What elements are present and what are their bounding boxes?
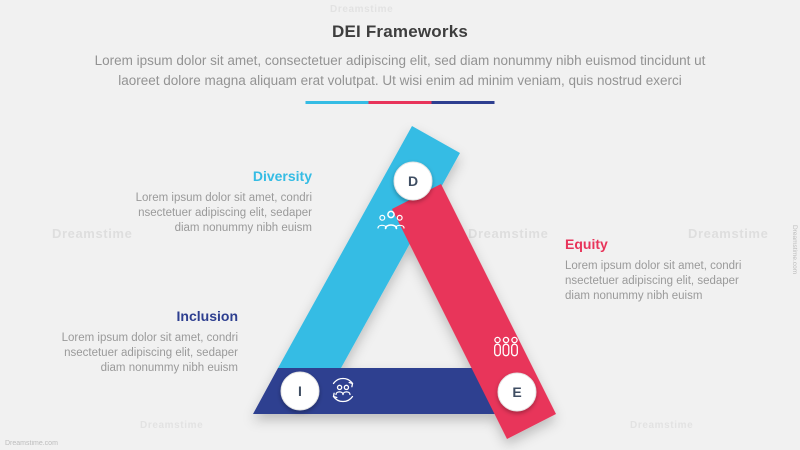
inclusion-badge-circle xyxy=(280,371,320,411)
equity-description: Lorem ipsum dolor sit amet, condri nsect… xyxy=(565,259,777,304)
page-title: DEI Frameworks xyxy=(331,22,469,41)
inclusion-section: Inclusion Lorem ipsum dolor sit amet, co… xyxy=(30,308,238,376)
desc-line: nsectetuer adipiscing elit, sedaper xyxy=(64,347,238,359)
equity-label: Equity xyxy=(565,236,608,252)
inclusion-description: Lorem ipsum dolor sit amet, condri nsect… xyxy=(30,331,238,376)
desc-line: Lorem ipsum dolor sit amet, condri xyxy=(565,260,742,272)
watermark-corner-text: Dreamstime.com xyxy=(5,440,58,447)
desc-line: diam nonummy nibh euism xyxy=(100,362,238,374)
three-persons-icon xyxy=(494,336,518,357)
desc-line: diam nonummy nibh euism xyxy=(565,290,703,302)
equity-badge-circle xyxy=(497,372,537,412)
desc-line: nsectetuer adipiscing elit, sedaper xyxy=(138,207,312,219)
team-group-icon xyxy=(377,210,405,230)
subtitle-line-2: laoreet dolore magna aliquam erat volutp… xyxy=(118,73,682,88)
divider-segment-diversity xyxy=(305,101,369,104)
divider-segment-inclusion xyxy=(431,101,495,104)
diversity-description: Lorem ipsum dolor sit amet, condri nsect… xyxy=(90,191,312,236)
desc-line: Lorem ipsum dolor sit amet, condri xyxy=(135,192,312,204)
equity-badge-letter: E xyxy=(512,384,521,400)
diversity-section: Diversity Lorem ipsum dolor sit amet, co… xyxy=(90,168,312,236)
people-cycle-icon xyxy=(332,377,354,403)
desc-line: nsectetuer adipiscing elit, sedaper xyxy=(565,275,739,287)
desc-line: Lorem ipsum dolor sit amet, condri xyxy=(61,332,238,344)
accent-divider xyxy=(305,101,495,104)
diversity-badge-letter: D xyxy=(408,173,418,189)
subtitle-line-1: Lorem ipsum dolor sit amet, consectetuer… xyxy=(94,53,706,68)
divider-segment-equity xyxy=(368,101,432,104)
equity-section: Equity Lorem ipsum dolor sit amet, condr… xyxy=(565,236,777,304)
watermark-edge-text: Dreamstime.com xyxy=(791,225,798,275)
inclusion-band-shape xyxy=(253,368,523,414)
inclusion-badge-letter: I xyxy=(298,383,302,399)
diversity-label: Diversity xyxy=(252,168,312,184)
desc-line: diam nonummy nibh euism xyxy=(174,222,312,234)
subtitle: Lorem ipsum dolor sit amet, consectetuer… xyxy=(0,51,800,91)
inclusion-label: Inclusion xyxy=(176,308,238,324)
diversity-badge-circle xyxy=(393,161,433,201)
